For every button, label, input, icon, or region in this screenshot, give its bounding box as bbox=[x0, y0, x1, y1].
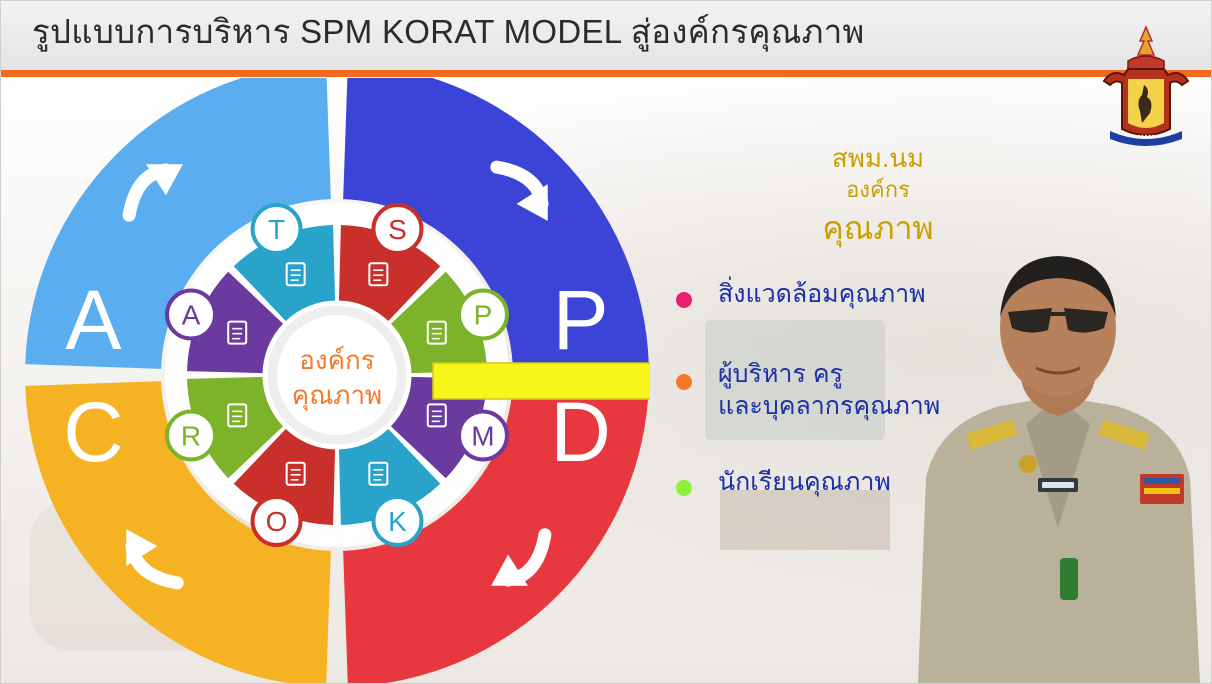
segment-letter: S bbox=[388, 214, 407, 245]
title-accent-rule bbox=[0, 70, 1212, 77]
cycle-arrow-icon bbox=[491, 528, 552, 587]
quadrant-letter: C bbox=[63, 385, 124, 479]
segment-badge bbox=[165, 288, 218, 341]
form-icon bbox=[227, 403, 248, 428]
quadrant-letter: P bbox=[553, 273, 609, 367]
quadrant-p bbox=[343, 78, 649, 369]
cycle-arrow-icon bbox=[122, 163, 183, 222]
presentation-board-icon bbox=[285, 262, 306, 287]
center-inner-circle bbox=[277, 315, 397, 435]
org-label-line1: สพม.นม bbox=[831, 143, 925, 173]
bullet-dot bbox=[676, 480, 692, 496]
segment-letter: A bbox=[182, 300, 201, 331]
segment-s bbox=[338, 225, 441, 322]
quadrant-c bbox=[25, 381, 331, 684]
segment-t bbox=[233, 225, 336, 322]
segment-letter: T bbox=[268, 214, 285, 245]
bullet-text: และบุคลากรคุณภาพ bbox=[718, 392, 941, 420]
quadrant-letter: A bbox=[65, 273, 121, 367]
segment-o bbox=[233, 428, 336, 525]
segment-letter: R bbox=[181, 420, 201, 451]
center-label-line2: คุณภาพ bbox=[292, 380, 382, 411]
segment-r bbox=[187, 376, 284, 479]
segment-letter: O bbox=[266, 506, 288, 537]
clipboard-icon bbox=[426, 403, 447, 428]
quadrant-a bbox=[25, 78, 331, 369]
cycle-arrow-icon bbox=[490, 160, 549, 221]
bullet-text: ผู้บริหาร ครู bbox=[718, 360, 843, 388]
svg-text:•••••: ••••• bbox=[1137, 133, 1155, 140]
org-label-line3: คุณภาพ bbox=[822, 210, 934, 246]
institution-emblem-icon: ••••• bbox=[1102, 25, 1190, 146]
checklist-icon bbox=[285, 461, 306, 486]
official-portrait-icon bbox=[918, 256, 1200, 684]
segment-badge bbox=[165, 409, 218, 462]
center-label-line1: องค์กร bbox=[299, 345, 374, 375]
segment-badge bbox=[456, 288, 509, 341]
segment-letter: K bbox=[388, 506, 407, 537]
presentation-board-icon bbox=[368, 262, 389, 287]
bullet-text: สิ่งแวดล้อมคุณภาพ bbox=[718, 280, 926, 308]
bullet-dot bbox=[676, 292, 692, 308]
list-icon bbox=[227, 320, 248, 345]
segment-badge bbox=[371, 203, 424, 256]
bullet-dot bbox=[676, 374, 692, 390]
bullet-text: นักเรียนคุณภาพ bbox=[718, 468, 891, 496]
org-label-line2: องค์กร bbox=[846, 177, 910, 202]
segment-k bbox=[338, 428, 441, 525]
quadrant-letter: D bbox=[550, 385, 611, 479]
pointer-arrow bbox=[432, 362, 650, 400]
document-icon bbox=[426, 320, 447, 345]
segment-badge bbox=[371, 494, 424, 547]
segment-badge bbox=[456, 409, 509, 462]
segment-letter: P bbox=[474, 300, 493, 331]
title-bar bbox=[0, 0, 1212, 70]
segment-m bbox=[390, 376, 487, 479]
slide-title: รูปแบบการบริหาร SPM KORAT MODEL สู่องค์ก… bbox=[32, 13, 865, 50]
segment-badge bbox=[250, 203, 303, 256]
segment-letter: M bbox=[471, 420, 494, 451]
cycle-arrow-icon bbox=[125, 529, 184, 590]
file-icon bbox=[368, 461, 389, 486]
quadrant-d bbox=[343, 381, 649, 684]
segment-badge bbox=[250, 494, 303, 547]
